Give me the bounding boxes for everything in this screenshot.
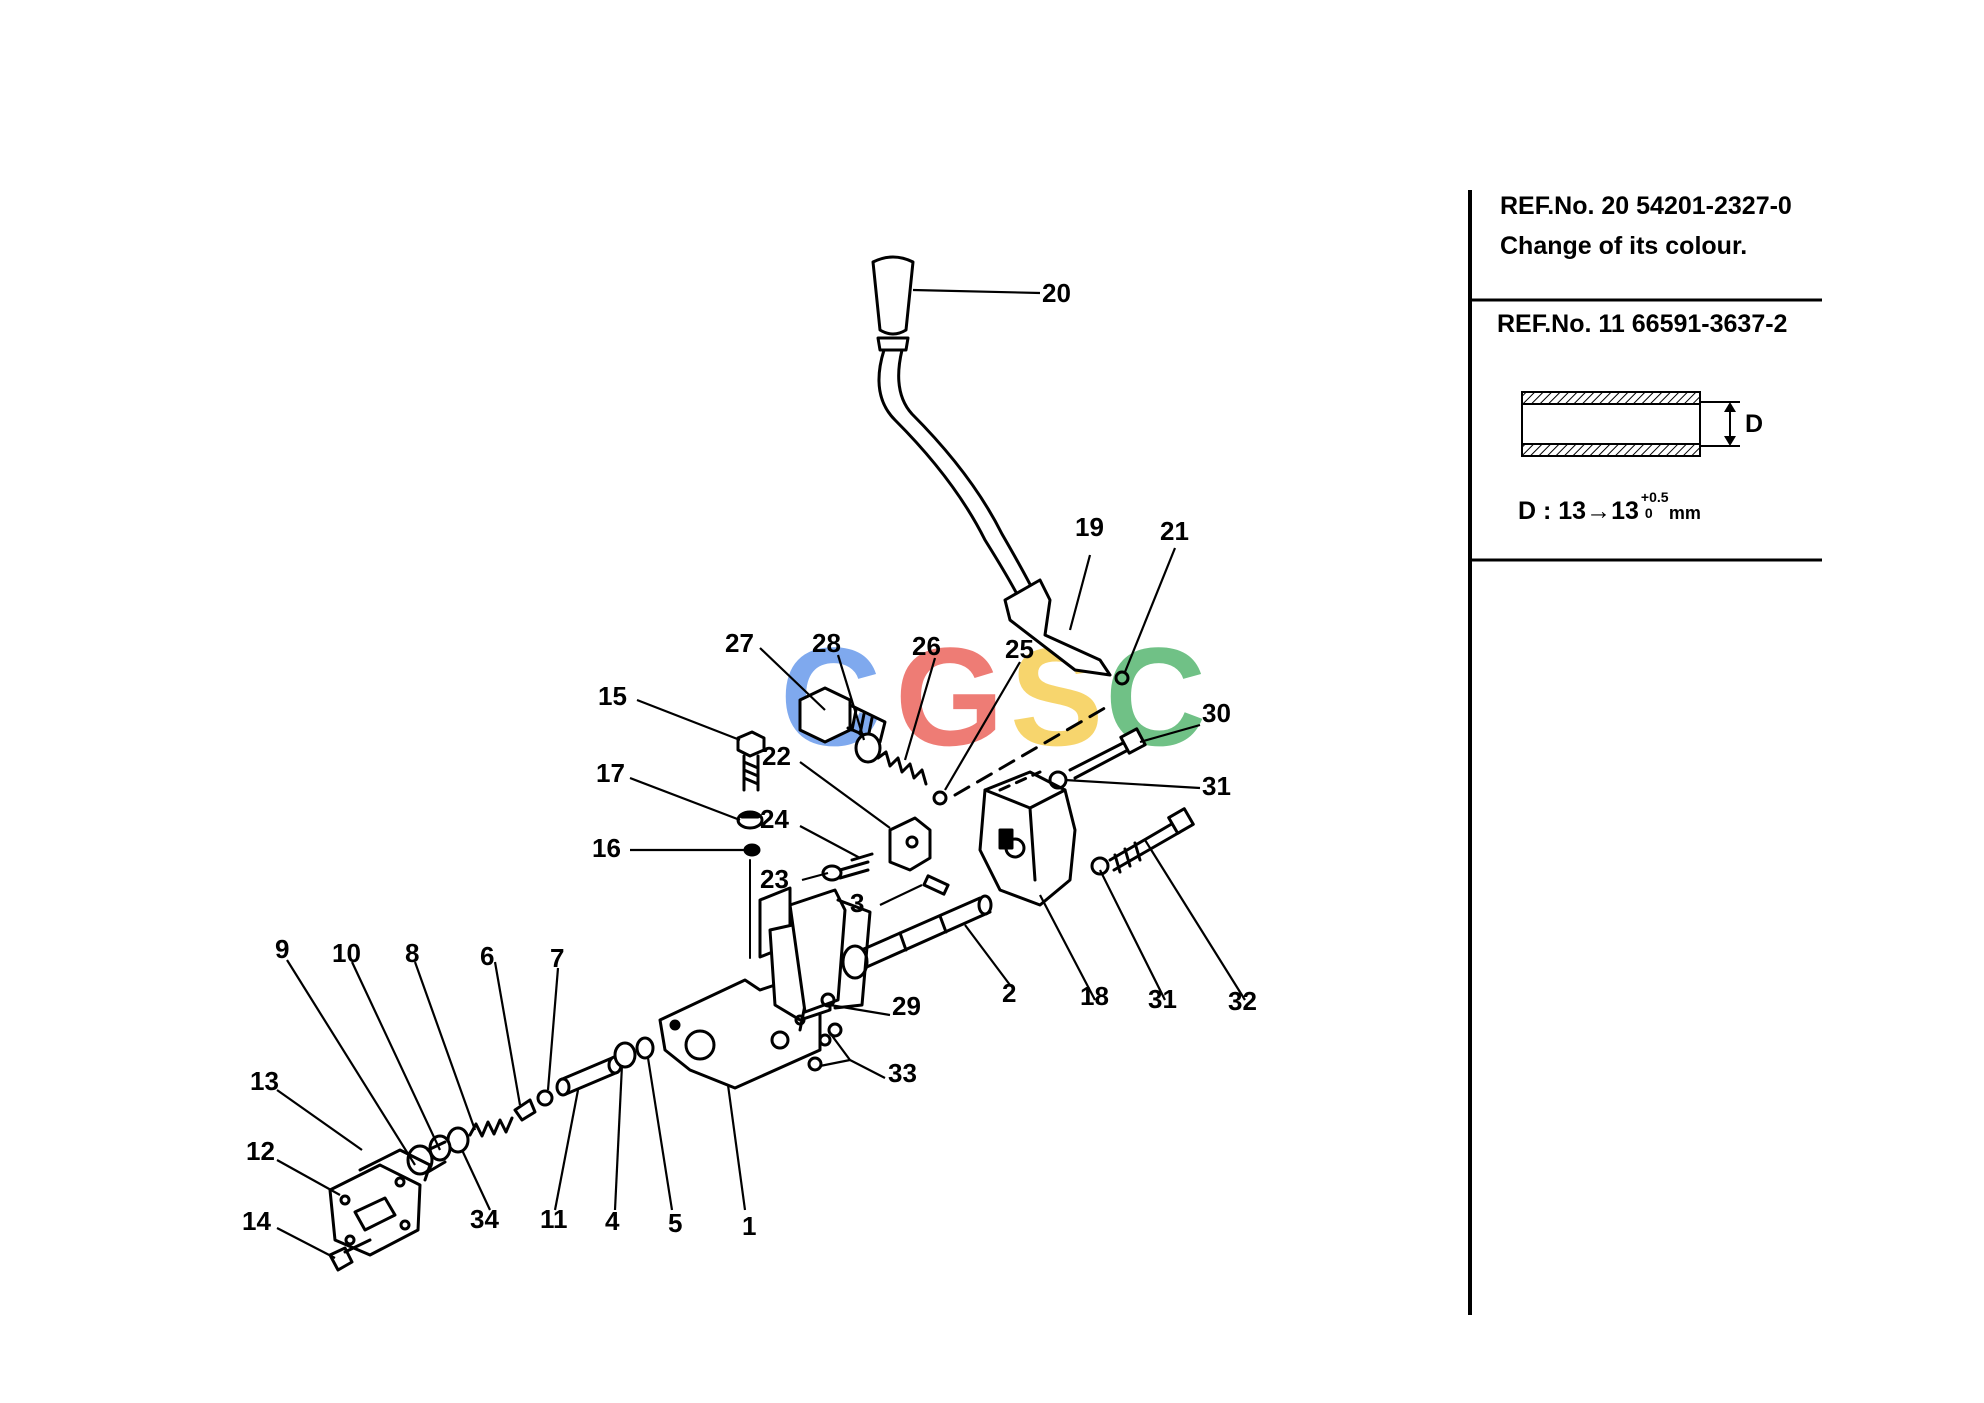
watermark: C G S C [780, 618, 1206, 775]
ref-note-20-line2: Change of its colour. [1500, 232, 1748, 260]
leader-lines [276, 288, 1246, 1259]
key [922, 874, 950, 896]
cover-screw [328, 1238, 372, 1272]
callout-21: 21 [1160, 516, 1189, 546]
callout-2: 2 [1002, 978, 1016, 1008]
callout-28: 28 [812, 628, 841, 658]
callout-22: 22 [762, 741, 791, 771]
callout-29: 29 [892, 991, 921, 1021]
ref-note-20-line1: REF.No. 20 54201-2327-0 [1500, 192, 1792, 220]
o-ring-29 [820, 992, 836, 1008]
shift-shaft [841, 894, 993, 980]
pin [850, 852, 874, 862]
o-ring-small [743, 843, 761, 857]
callout-numbers: 20 19 21 27 28 26 25 30 31 15 22 17 24 1… [242, 278, 1257, 1241]
callout-1: 1 [742, 1211, 756, 1241]
callout-12: 12 [246, 1136, 275, 1166]
callout-17: 17 [596, 758, 625, 788]
callout-24: 24 [760, 804, 789, 834]
shift-lever [877, 348, 1130, 686]
callout-32: 32 [1228, 986, 1257, 1016]
callout-31-upper: 31 [1202, 771, 1231, 801]
dimension-spec-prefix: D : 13→13 [1518, 497, 1639, 525]
callout-15: 15 [598, 681, 627, 711]
watermark-letter-g: G [895, 618, 1004, 775]
pipe-wall-top [1521, 391, 1701, 405]
callout-31-lower: 31 [1148, 984, 1177, 1014]
callout-14: 14 [242, 1206, 271, 1236]
watermark-letter-c2: C [1105, 618, 1206, 775]
detent-spring [876, 750, 928, 786]
end-cover [328, 1163, 422, 1257]
spring-washer-lower [1090, 856, 1110, 876]
callout-8: 8 [405, 938, 419, 968]
o-ring-33-upper [827, 1022, 843, 1038]
callout-25: 25 [1005, 634, 1034, 664]
detent-block [888, 816, 932, 872]
callout-10: 10 [332, 938, 361, 968]
callout-26: 26 [912, 631, 941, 661]
check-bolt [736, 730, 766, 792]
dimension-unit: mm [1668, 503, 1701, 523]
pipe-section-drawing [1521, 391, 1740, 457]
spool [555, 1055, 623, 1097]
relief-spring [468, 1116, 514, 1138]
callout-30: 30 [1202, 698, 1231, 728]
o-ring-33-lower [807, 1056, 823, 1072]
tolerance-lower: 0 [1644, 505, 1653, 521]
callout-16: 16 [592, 833, 621, 863]
seal-washer [854, 732, 882, 764]
washer-4 [613, 1041, 637, 1069]
dimension-label-d: D [1745, 410, 1764, 438]
lever-knob [871, 255, 915, 352]
callout-33: 33 [888, 1058, 917, 1088]
callout-34: 34 [470, 1204, 499, 1234]
callout-13: 13 [250, 1066, 279, 1096]
callout-18: 18 [1080, 981, 1109, 1011]
flange-gasket [788, 888, 872, 1014]
callout-6: 6 [480, 941, 494, 971]
callout-23: 23 [760, 864, 789, 894]
set-screw [821, 860, 870, 882]
o-ring-5 [635, 1036, 655, 1060]
check-ball [536, 1089, 554, 1107]
lever-cover [978, 770, 1077, 907]
callout-20: 20 [1042, 278, 1071, 308]
callout-3: 3 [850, 888, 864, 918]
callout-5: 5 [668, 1208, 682, 1238]
callout-19: 19 [1075, 512, 1104, 542]
tolerance-upper: +0.5 [1640, 489, 1669, 505]
long-bolt [1108, 807, 1195, 874]
callout-4: 4 [605, 1206, 620, 1236]
notes-panel-frame [1468, 190, 1822, 1315]
pipe-wall-bottom [1521, 443, 1701, 457]
callout-27: 27 [725, 628, 754, 658]
callout-7: 7 [550, 943, 564, 973]
bolt-upper [1068, 727, 1147, 780]
poppet [513, 1098, 537, 1122]
plug-bolt [798, 686, 887, 744]
ref-note-11-line1: REF.No. 11 66591-3637-2 [1497, 310, 1788, 338]
detent-ball [932, 790, 948, 806]
gasket [358, 1148, 432, 1182]
callout-9: 9 [275, 934, 289, 964]
callout-11: 11 [540, 1204, 568, 1234]
